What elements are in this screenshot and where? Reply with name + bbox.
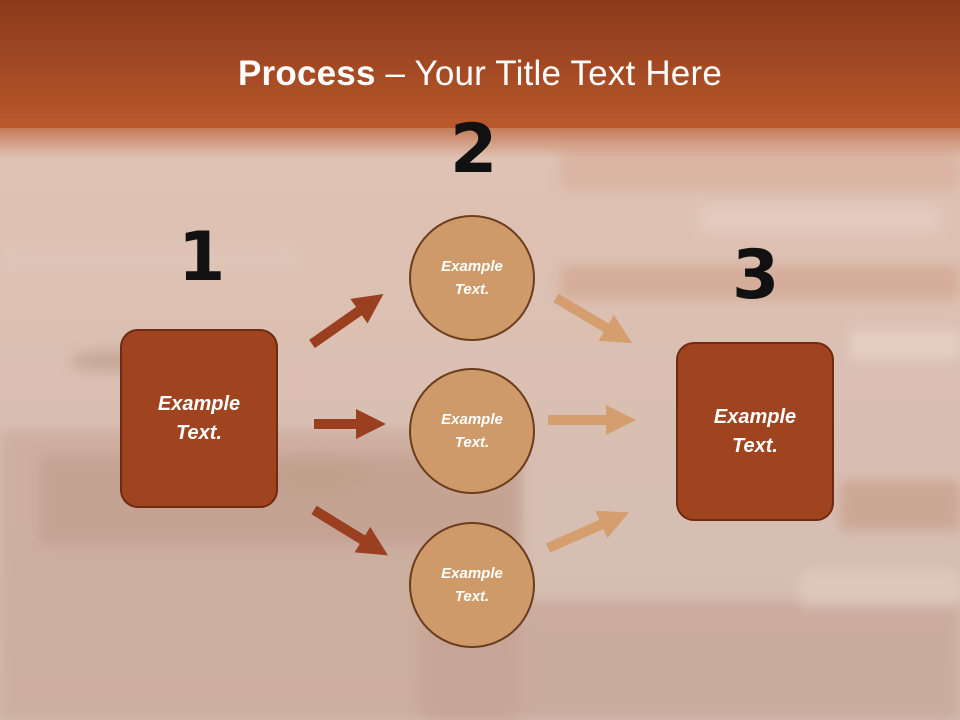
title-bold: Process [238,54,376,93]
step-2-circle-2-text: Example Text. [441,411,503,451]
title-rest: – Your Title Text Here [375,54,722,93]
step-2-circle-3-text: Example Text. [441,565,503,605]
arrow-2c-to-3 [545,510,629,553]
step-2-circle-3: Example Text. [409,522,535,648]
arrow-2a-to-3 [553,293,633,344]
step-3-text: Example Text. [713,405,797,457]
step-3-box: Example Text. [676,342,834,521]
step-2-circle-1: Example Text. [409,215,535,341]
step-1-text: Example Text. [157,392,241,444]
arrow-1-to-2a [309,293,384,349]
step-2-circle-2: Example Text. [409,368,535,494]
header-fade [0,118,960,158]
arrow-1-to-2c [311,505,388,556]
step-2-circle-1-text: Example Text. [441,258,503,298]
step-2-number: 2 [450,110,498,189]
header-band [0,0,960,128]
slide-title: Process – Your Title Text Here [0,54,960,94]
step-1-number: 1 [178,218,226,297]
step-1-box: Example Text. [120,329,278,508]
step-3-number: 3 [732,236,780,315]
